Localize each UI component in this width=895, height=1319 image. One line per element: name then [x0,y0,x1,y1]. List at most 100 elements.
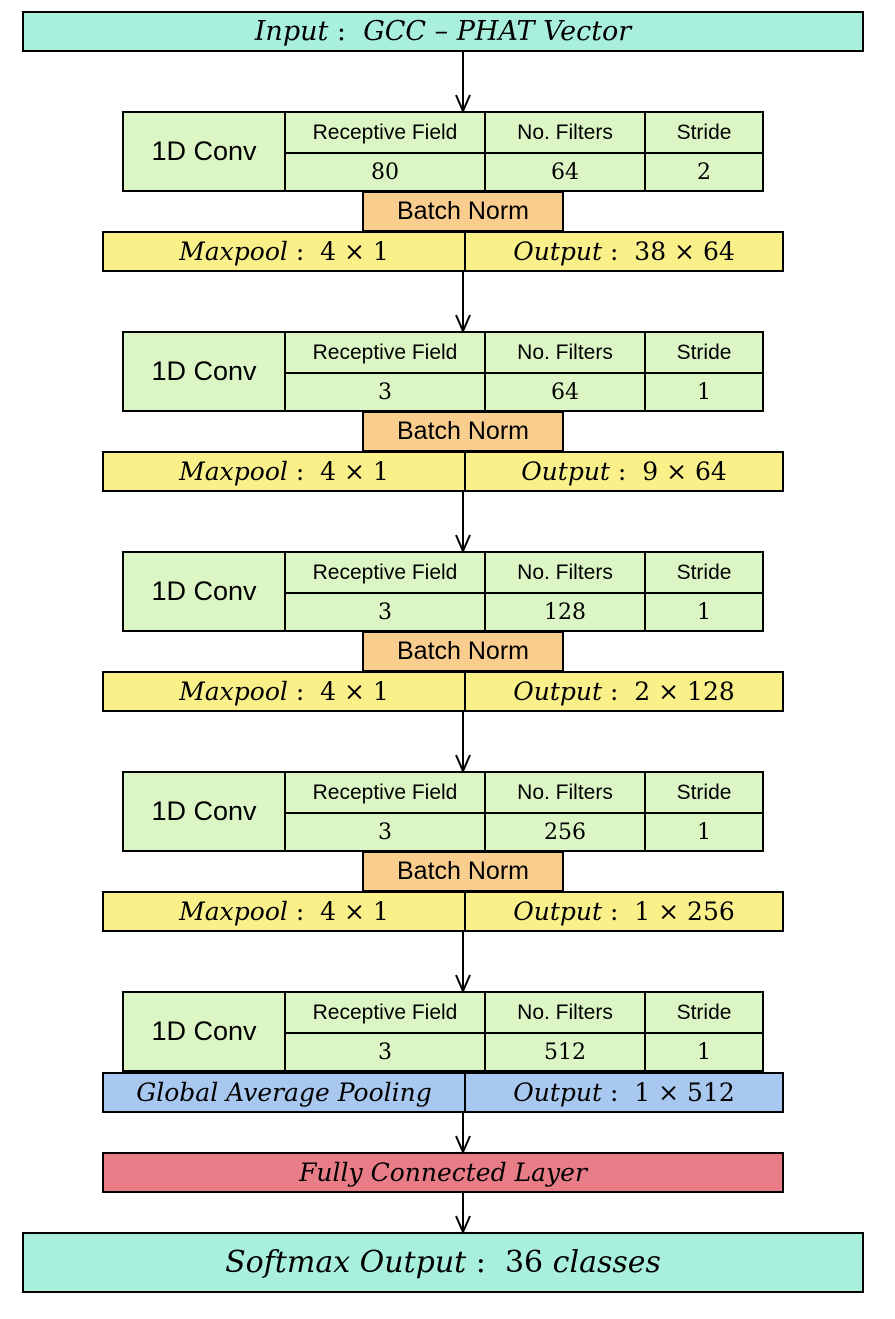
flow-arrow [455,932,471,991]
conv-label: 1D Conv [151,356,257,386]
maxpool-cell: Maxpool : 4 × 1 [104,233,466,270]
batch-norm-box: Batch Norm [362,411,564,452]
output-colon: : [602,237,635,266]
softmax-space [543,1245,553,1280]
maxpool-cell: Maxpool : 4 × 1 [104,453,466,490]
gap-output-label: Output [513,1078,603,1107]
fc-label: Fully Connected Layer [299,1158,587,1187]
batch-norm-box: Batch Norm [362,191,564,232]
batch-norm-box: Batch Norm [362,851,564,892]
stride-header: Stride [646,773,762,814]
gap-label: Global Average Pooling [136,1078,432,1107]
input-box: Input : GCC – PHAT Vector [22,11,864,52]
stride-header: Stride [646,333,762,374]
receptive-field-header: Receptive Field [286,333,486,374]
maxpool-label: Maxpool [179,897,288,926]
output-colon: : [609,457,643,486]
no-filters-header: No. Filters [486,553,646,594]
maxpool-label: Maxpool [179,237,288,266]
softmax-count: 36 [504,1245,544,1280]
output-value: 9 × 64 [642,457,727,486]
receptive-field-value: 3 [286,594,486,630]
output-label: Output [513,897,603,926]
receptive-field-value: 80 [286,154,486,190]
no-filters-header: No. Filters [486,113,646,154]
output-label: Output [513,237,603,266]
input-value: GCC – PHAT Vector [363,16,632,47]
fully-connected-layer: Fully Connected Layer [102,1152,784,1193]
no-filters-value: 64 [486,374,646,410]
maxpool-value: 4 × 1 [320,897,389,926]
stride-header: Stride [646,993,762,1034]
receptive-field-header: Receptive Field [286,113,486,154]
conv-label: 1D Conv [151,1016,257,1046]
gap-output-value: 1 × 512 [634,1078,735,1107]
maxpool-value: 4 × 1 [320,457,389,486]
softmax-colon: : [466,1245,505,1280]
flow-arrow [455,1192,471,1232]
output-cell: Output : 38 × 64 [466,233,782,270]
flow-arrow [455,492,471,551]
maxpool-value: 4 × 1 [320,677,389,706]
stride-value: 1 [697,599,711,625]
gap-output-colon: : [602,1078,635,1107]
no-filters-header: No. Filters [486,333,646,374]
no-filters-value: 128 [486,594,646,630]
maxpool-label: Maxpool [179,677,288,706]
receptive-field-value: 3 [286,814,486,850]
conv-label-cell: 1D Conv [124,553,286,630]
flow-arrow [455,712,471,771]
output-colon: : [602,677,635,706]
flow-arrow [455,1112,471,1152]
conv-label-cell: 1D Conv [124,773,286,850]
softmax-label: Softmax Output [225,1245,467,1280]
stride-value: 1 [697,819,711,845]
flow-arrow [455,272,471,331]
receptive-field-header: Receptive Field [286,553,486,594]
receptive-field-value: 3 [286,374,486,410]
receptive-field-header: Receptive Field [286,993,486,1034]
no-filters-value: 64 [486,154,646,190]
maxpool-colon: : [287,897,321,926]
output-cell: Output : 9 × 64 [466,453,782,490]
output-cell: Output : 1 × 256 [466,893,782,930]
output-cell: Output : 2 × 128 [466,673,782,710]
output-label: Output [521,457,610,486]
gap-label-cell: Global Average Pooling [104,1074,466,1111]
output-colon: : [602,897,635,926]
maxpool-label: Maxpool [179,457,288,486]
conv-label-cell: 1D Conv [124,993,286,1070]
stride-value: 1 [697,379,711,405]
stride-header: Stride [646,113,762,154]
conv-label-cell: 1D Conv [124,113,286,190]
output-value: 2 × 128 [634,677,735,706]
maxpool-colon: : [287,237,321,266]
global-average-pooling-row: Global Average Pooling Output : 1 × 512 [102,1072,784,1113]
conv-label: 1D Conv [151,796,257,826]
output-label: Output [513,677,603,706]
receptive-field-value: 3 [286,1034,486,1070]
batch-norm-box: Batch Norm [362,631,564,672]
maxpool-colon: : [287,457,321,486]
output-value: 38 × 64 [634,237,735,266]
softmax-unit: classes [552,1245,661,1280]
no-filters-header: No. Filters [486,993,646,1034]
no-filters-value: 512 [486,1034,646,1070]
conv-label: 1D Conv [151,136,257,166]
conv-label-cell: 1D Conv [124,333,286,410]
maxpool-value: 4 × 1 [320,237,389,266]
flow-arrow [455,52,471,111]
maxpool-cell: Maxpool : 4 × 1 [104,893,466,930]
input-label: Input [254,16,329,47]
maxpool-cell: Maxpool : 4 × 1 [104,673,466,710]
no-filters-header: No. Filters [486,773,646,814]
